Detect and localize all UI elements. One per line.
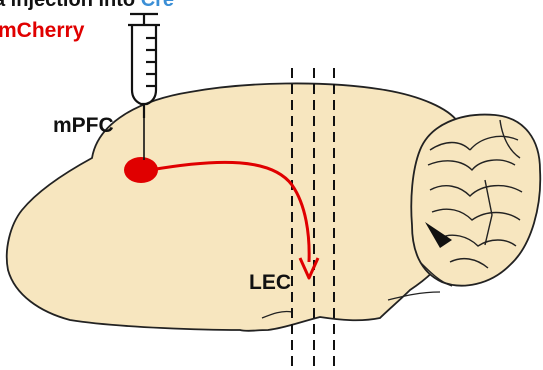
top-caption: a injection into Cre xyxy=(0,0,174,12)
target-region-label: LEC xyxy=(249,271,291,295)
injection-site-dot xyxy=(124,157,158,183)
tracer-label: mCherry xyxy=(0,19,84,43)
cerebellum-outline xyxy=(411,115,540,286)
top-caption-accent: Cre xyxy=(141,0,174,11)
top-caption-dark: a injection into xyxy=(0,0,135,11)
injection-site-label: mPFC xyxy=(53,114,114,138)
